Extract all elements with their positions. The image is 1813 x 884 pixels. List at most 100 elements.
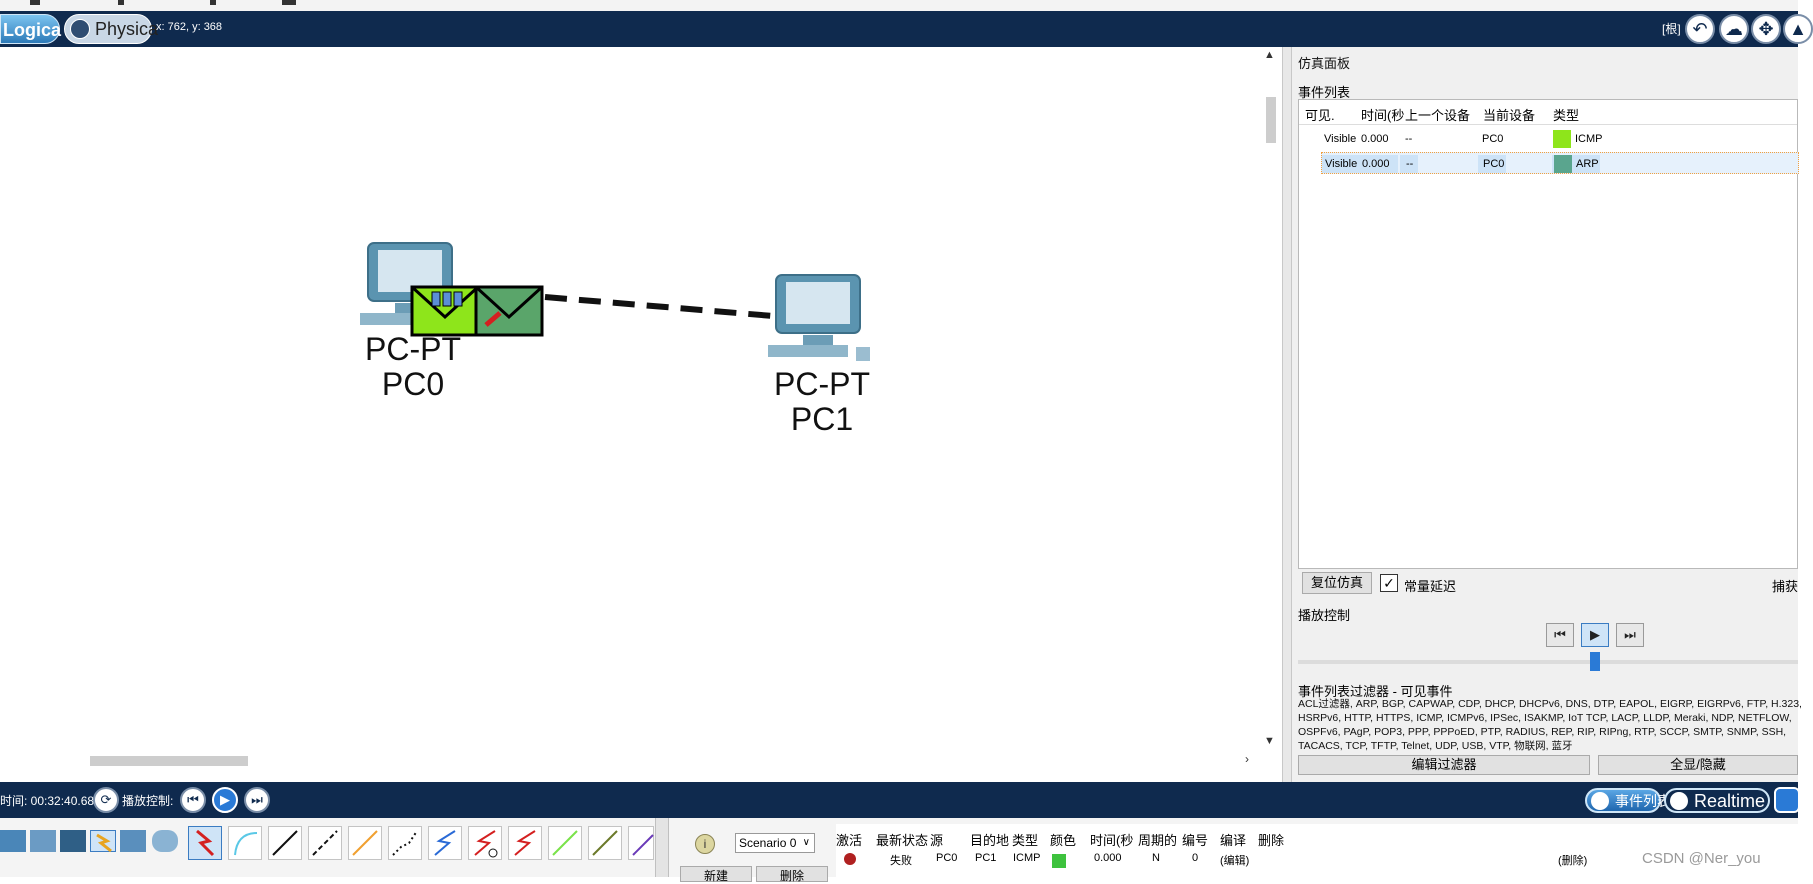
play-speed-slider[interactable] <box>1298 660 1798 664</box>
realtime-mode-button[interactable]: Realtime <box>1664 788 1770 813</box>
pdu-col[interactable]: 类型 <box>1012 833 1039 848</box>
fiber-cable-icon[interactable] <box>348 826 382 860</box>
connections-icon[interactable] <box>90 830 116 853</box>
tab-physical-label: Physica <box>95 19 159 39</box>
step-forward-icon[interactable]: ⏭ <box>1616 623 1644 647</box>
miscellaneous-icon[interactable] <box>120 830 146 852</box>
workspace-vertical-scrollbar[interactable]: ▲ ▼ <box>1260 47 1280 763</box>
scenario-selected-value: Scenario 0 <box>739 836 797 850</box>
scroll-down-icon[interactable]: ▼ <box>1264 735 1275 747</box>
tab-physical[interactable]: Physica <box>64 14 158 44</box>
reset-simulation-button[interactable]: 复位仿真 <box>1302 572 1372 594</box>
play-icon[interactable]: ▶ <box>1581 623 1609 647</box>
event-visible: Visible <box>1324 133 1357 145</box>
play-icon[interactable]: ▶ <box>212 787 238 813</box>
power-cycle-icon[interactable]: ⟳ <box>93 787 119 813</box>
pdu-col[interactable]: 编译 <box>1220 833 1247 848</box>
toolbar-icon[interactable] <box>210 0 216 5</box>
coaxial-cable-icon[interactable] <box>428 826 462 860</box>
pdu-time: 0.000 <box>1094 852 1122 864</box>
filter-line: HSRPv6, HTTP, HTTPS, ICMP, ICMPv6, IPSec… <box>1298 712 1792 724</box>
pdu-source: PC0 <box>936 852 958 864</box>
straight-through-cable-icon[interactable] <box>268 826 302 860</box>
ethernet-link[interactable] <box>544 294 786 320</box>
step-back-icon[interactable]: ⏮ <box>1546 623 1574 647</box>
event-row-selected[interactable]: Visible 0.000 -- PC0 ARP <box>1321 152 1799 174</box>
col-at-device[interactable]: 当前设备 <box>1483 108 1536 123</box>
play-speed-slider-thumb[interactable] <box>1590 652 1600 671</box>
octal-cable-icon[interactable] <box>548 826 582 860</box>
constant-delay-checkbox[interactable]: ✓ <box>1380 574 1398 592</box>
serial-dce-cable-icon[interactable] <box>468 826 502 860</box>
show-hide-button[interactable]: 全显/隐藏 <box>1598 755 1798 775</box>
auto-connection-icon[interactable] <box>188 826 222 860</box>
toolbar-icon[interactable] <box>118 0 124 5</box>
pdu-col[interactable]: 源 <box>930 833 944 848</box>
serial-dte-cable-icon[interactable] <box>508 826 542 860</box>
toolbar-icon[interactable] <box>30 0 40 5</box>
scroll-up-icon[interactable]: ▲ <box>1264 49 1275 61</box>
pdu-edit-link[interactable]: (编辑) <box>1220 855 1250 867</box>
logical-workspace[interactable]: PC-PT PC0 PC-PT PC1 <box>0 47 1262 782</box>
pdu-col[interactable]: 编号 <box>1182 833 1209 848</box>
step-back-icon[interactable]: ⏮ <box>180 787 206 813</box>
capture-label[interactable]: 捕获 <box>1772 579 1799 594</box>
simulation-mode-icon[interactable] <box>1774 787 1800 813</box>
col-last-device[interactable]: 上一个设备 <box>1405 108 1471 123</box>
pdu-delete-link[interactable]: (删除) <box>1558 855 1588 867</box>
network-devices-icon[interactable] <box>30 830 56 852</box>
tab-logical[interactable]: Logica <box>0 14 61 44</box>
new-scenario-button[interactable]: 新建 <box>680 866 752 883</box>
toolbar-icon[interactable] <box>282 0 296 5</box>
col-visible[interactable]: 可见. <box>1305 108 1335 123</box>
pdu-col[interactable]: 时间(秒 <box>1090 833 1134 848</box>
back-icon[interactable]: ↶ <box>1685 14 1715 44</box>
pdu-col[interactable]: 最新状态 <box>876 833 929 848</box>
panel-splitter[interactable] <box>1282 47 1292 782</box>
crossover-cable-icon[interactable] <box>308 826 342 860</box>
pdu-col[interactable]: 激活 <box>836 833 863 848</box>
edit-filter-button[interactable]: 编辑过滤器 <box>1298 755 1590 775</box>
pc1-device-icon[interactable] <box>768 274 870 361</box>
step-forward-icon[interactable]: ⏭ <box>244 787 270 813</box>
pdu-col[interactable]: 删除 <box>1258 833 1285 848</box>
event-visible: Visible <box>1325 158 1358 170</box>
list-icon <box>1591 792 1609 810</box>
cloud-icon[interactable]: ☁ <box>1719 14 1749 44</box>
pdu-col[interactable]: 周期的 <box>1138 833 1178 848</box>
pdu-col[interactable]: 目的地 <box>970 833 1010 848</box>
scenario-select[interactable]: Scenario 0 ∨ <box>735 833 815 853</box>
arp-pdu-envelope[interactable] <box>474 285 544 337</box>
col-type[interactable]: 类型 <box>1553 108 1580 123</box>
event-list-toggle-button[interactable]: 事件列表 <box>1585 788 1671 813</box>
iot-custom-cable-icon[interactable] <box>588 826 622 860</box>
event-filter-title: 事件列表过滤器 - 可见事件 <box>1298 684 1453 699</box>
pdu-col[interactable]: 颜色 <box>1050 833 1077 848</box>
user-pdu-table: 激活 最新状态 源 目的地 类型 颜色 时间(秒 周期的 编号 编译 删除 失败… <box>836 824 1798 877</box>
filter-line: TACACS, TCP, TFTP, Telnet, UDP, USB, VTP… <box>1298 740 1573 752</box>
delete-scenario-button[interactable]: 删除 <box>756 866 828 883</box>
pdu-active-icon[interactable] <box>844 853 856 865</box>
root-label[interactable]: [根] <box>1662 22 1681 36</box>
simulation-time: 时间: 00:32:40.681 <box>0 794 101 808</box>
event-row[interactable]: Visible 0.000 -- PC0 ICMP <box>1321 128 1799 150</box>
components-icon[interactable] <box>60 830 86 852</box>
icmp-pdu-envelope[interactable] <box>410 285 480 337</box>
event-time: 0.000 <box>1362 158 1390 170</box>
usb-cable-icon[interactable] <box>628 826 654 860</box>
end-devices-icon[interactable] <box>0 830 26 852</box>
scrollbar-thumb[interactable] <box>1266 97 1276 143</box>
phone-cable-icon[interactable] <box>388 826 422 860</box>
workspace-horizontal-scrollbar[interactable]: › <box>0 752 1262 768</box>
scrollbar-thumb[interactable] <box>90 756 248 766</box>
navigation-up-icon[interactable]: ▲ <box>1783 14 1813 44</box>
info-icon[interactable]: i <box>695 834 715 854</box>
move-icon[interactable]: ✥ <box>1751 14 1781 44</box>
multiuser-icon[interactable] <box>152 830 178 852</box>
cell-highlight <box>1478 155 1506 173</box>
console-cable-icon[interactable] <box>228 826 262 860</box>
pc0-device-icon[interactable] <box>360 242 453 325</box>
col-time[interactable]: 时间(秒 <box>1361 108 1405 123</box>
toolbar-divider[interactable] <box>655 818 669 877</box>
scroll-right-icon[interactable]: › <box>1245 752 1249 766</box>
